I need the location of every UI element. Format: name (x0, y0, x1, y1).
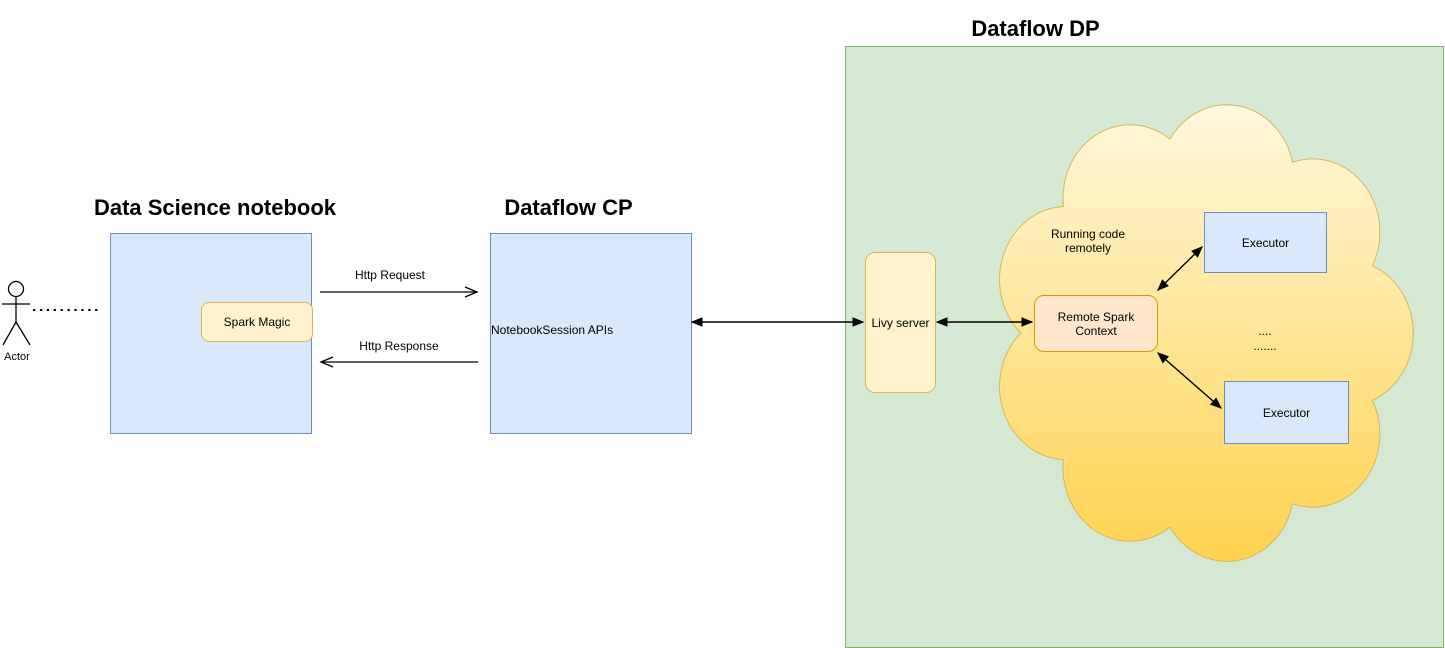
executor-top-label: Executor (1241, 235, 1290, 250)
ellipsis-line-1: .... (1258, 324, 1272, 338)
cloud-note: Running code remotely (1050, 227, 1126, 255)
http-request-label: Http Request (354, 268, 426, 282)
actor-head-icon (7, 280, 25, 298)
spark-magic-label: Spark Magic (223, 315, 291, 329)
cp-api-label: NotebookSession APIs (491, 323, 614, 337)
executor-top-box: Executor (1204, 212, 1327, 273)
spark-magic-box: Spark Magic (201, 302, 313, 342)
actor-label: Actor (4, 351, 30, 363)
http-response-label: Http Response (359, 339, 439, 353)
dp-title: Dataflow DP (971, 16, 1100, 41)
livy-server-box: Livy server (865, 252, 936, 393)
remote-spark-context-box: Remote Spark Context (1034, 295, 1158, 352)
notebook-title: Data Science notebook (93, 195, 337, 220)
ellipsis-line-2: ....... (1253, 339, 1277, 353)
livy-server-label: Livy server (871, 315, 930, 330)
remote-spark-context-label: Remote Spark Context (1057, 309, 1135, 338)
executor-bottom-label: Executor (1262, 405, 1311, 420)
actor-figure (2, 280, 31, 346)
cp-box (490, 233, 692, 434)
cp-title: Dataflow CP (504, 195, 633, 220)
executor-bottom-box: Executor (1224, 381, 1349, 444)
